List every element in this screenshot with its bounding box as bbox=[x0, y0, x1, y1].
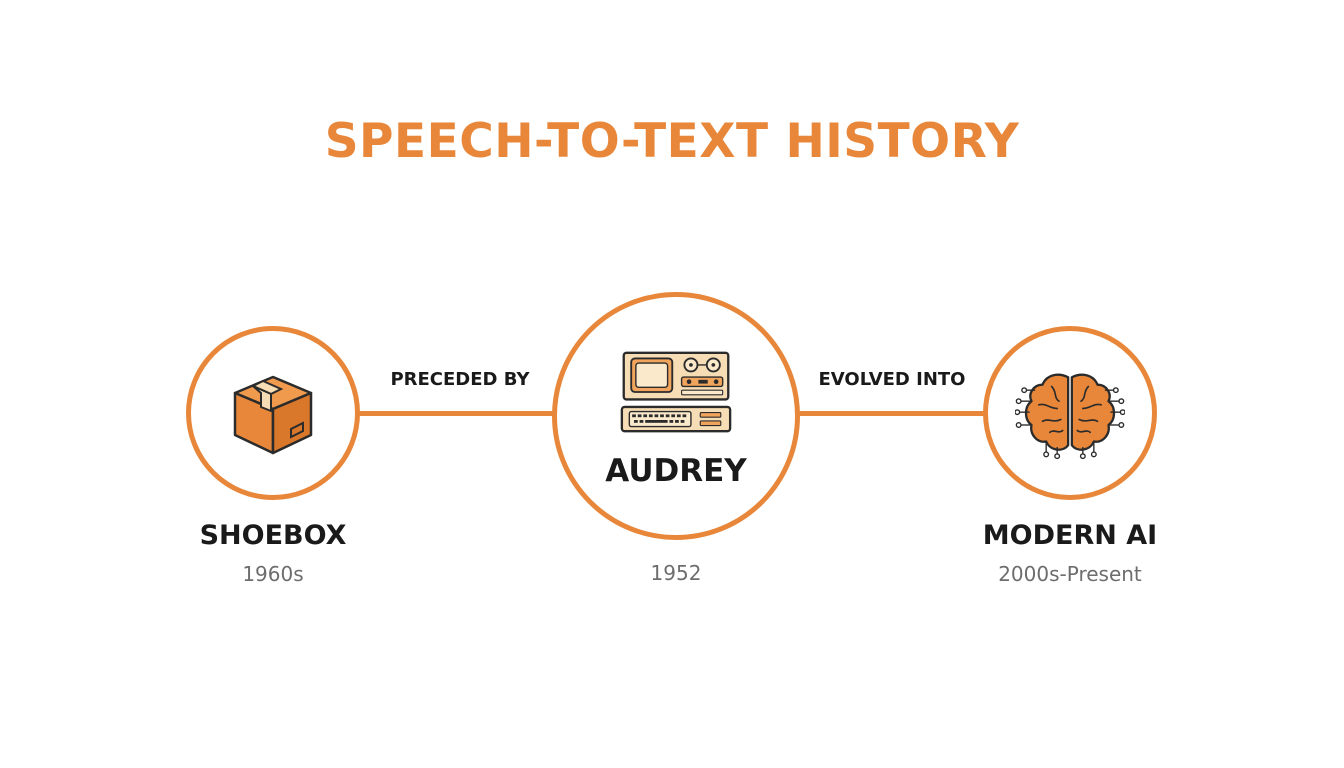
connector-label-evolved-into: EVOLVED INTO bbox=[818, 369, 966, 390]
connector-label-preceded-by: PRECEDED BY bbox=[390, 369, 530, 390]
node-modern-ai bbox=[983, 326, 1157, 500]
brain-icon bbox=[1015, 373, 1125, 460]
node-audrey: AUDREY bbox=[552, 292, 800, 540]
box-icon bbox=[233, 375, 313, 455]
node-name-audrey: AUDREY bbox=[605, 453, 747, 489]
node-year-modern-ai: 2000s-Present bbox=[998, 562, 1142, 586]
diagram-title: SPEECH-TO-TEXT HISTORY bbox=[324, 114, 1020, 169]
connector-line-right bbox=[798, 411, 986, 416]
computer-icon bbox=[620, 351, 732, 433]
node-name-shoebox: SHOEBOX bbox=[199, 520, 347, 551]
connector-line-left bbox=[358, 411, 554, 416]
node-shoebox bbox=[186, 326, 360, 500]
node-year-shoebox: 1960s bbox=[242, 562, 304, 586]
node-year-audrey: 1952 bbox=[650, 561, 702, 585]
node-name-modern-ai: MODERN AI bbox=[982, 520, 1158, 551]
